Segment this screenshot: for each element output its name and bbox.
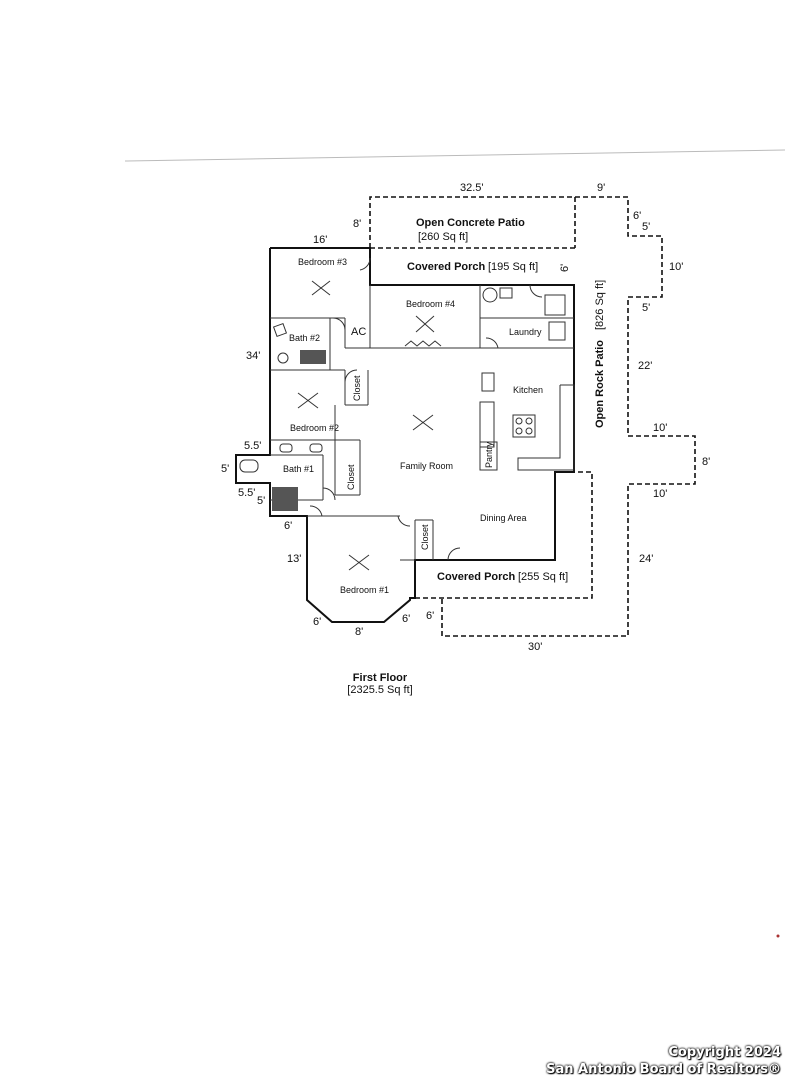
open-concrete-patio-outline <box>369 196 576 248</box>
dimension-label: 6' <box>426 610 434 622</box>
covered-porch-top-size: [195 Sq ft] <box>488 261 538 273</box>
floor-title-block: First Floor [2325.5 Sq ft] <box>330 672 430 696</box>
stove <box>512 414 536 438</box>
covered-porch-bottom-label: Covered Porch <box>437 571 516 583</box>
dimension-label: 16' <box>313 234 327 246</box>
washer <box>544 294 566 316</box>
dimension-label: 6' <box>313 616 321 628</box>
bath1-sink-1 <box>279 443 293 453</box>
stove-burner <box>515 417 523 425</box>
door-swing <box>359 257 371 271</box>
ceiling-fan-icon <box>297 392 319 409</box>
open-rock-patio-label: Open Rock Patio <box>594 340 606 428</box>
stove-burner <box>515 427 523 435</box>
open-rock-patio-outline <box>441 196 696 637</box>
fridge <box>481 372 495 392</box>
stove-burner <box>525 427 533 435</box>
bath1-toilet <box>239 459 259 473</box>
room-label-closet-a: Closet <box>352 375 362 401</box>
dimension-label: 5' <box>221 463 229 475</box>
door-swing <box>322 487 336 501</box>
kitchen-counter-left <box>479 401 495 448</box>
dimension-label: 34' <box>246 350 260 362</box>
room-label-bedroom1: Bedroom #1 <box>340 585 389 595</box>
room-label-dining: Dining Area <box>480 513 527 523</box>
room-label-bath1: Bath #1 <box>283 464 314 474</box>
dimension-label: 13' <box>287 553 301 565</box>
kitchen-counter-right <box>517 384 575 471</box>
dimension-label: 5' <box>257 495 265 507</box>
dimension-label: 6' <box>633 210 641 222</box>
scan-edge-line <box>124 149 785 162</box>
dimension-label: 30' <box>528 641 542 653</box>
door-swing <box>485 337 499 349</box>
open-concrete-patio-size: [260 Sq ft] <box>418 231 468 243</box>
closet-bifold <box>404 340 442 347</box>
dimension-label: 22' <box>638 360 652 372</box>
dimension-label: 8' <box>353 218 361 230</box>
room-label-pantry: Pantry <box>484 441 494 468</box>
floor-area: [2325.5 Sq ft] <box>347 684 413 696</box>
water-heater <box>499 287 513 299</box>
ceiling-fan-icon <box>412 414 434 431</box>
dryer <box>548 321 566 341</box>
exterior-wall <box>235 247 575 623</box>
ceiling-fan-icon <box>415 315 435 333</box>
bath2-sink <box>272 322 288 338</box>
door-swing <box>447 547 461 561</box>
dimension-label: 9' <box>597 182 605 194</box>
dimension-label: 5' <box>642 302 650 314</box>
dimension-label: 6' <box>284 520 292 532</box>
dimension-label: 10' <box>653 422 667 434</box>
dimension-label: 5' <box>642 221 650 233</box>
copyright-watermark: Copyright 2024 San Antonio Board of Real… <box>546 1044 781 1078</box>
pantry-box <box>479 441 498 471</box>
dimension-label: 10' <box>669 261 683 273</box>
bath1-tub <box>272 487 298 511</box>
stove-burner <box>525 417 533 425</box>
door-swing <box>332 317 346 331</box>
room-label-laundry: Laundry <box>509 327 542 337</box>
room-label-bath2: Bath #2 <box>289 333 320 343</box>
dimension-label: 6' <box>402 613 410 625</box>
covered-porch-bottom-outline <box>415 471 593 599</box>
door-swing <box>309 505 323 517</box>
covered-porch-bottom-size: [255 Sq ft] <box>518 571 568 583</box>
room-label-closet-c: Closet <box>420 524 430 550</box>
copyright-line1: Copyright 2024 <box>668 1045 781 1060</box>
ceiling-fan-icon <box>311 280 331 296</box>
room-label-bedroom4: Bedroom #4 <box>406 299 455 309</box>
scan-speck <box>776 934 780 938</box>
dimension-label: 24' <box>639 553 653 565</box>
dimension-label: 5.5' <box>238 487 255 499</box>
room-label-bedroom3: Bedroom #3 <box>298 257 347 267</box>
dimension-label: 8' <box>702 456 710 468</box>
room-label-ac: AC <box>351 326 366 338</box>
bath1-sink-2 <box>309 443 323 453</box>
open-concrete-patio-label: Open Concrete Patio <box>416 217 525 229</box>
floor-title: First Floor <box>352 672 408 684</box>
ceiling-fan-icon <box>348 554 370 571</box>
toilet-bed4 <box>482 287 498 303</box>
dimension-label: 32.5' <box>460 182 484 194</box>
dimension-label: 6' <box>559 264 571 272</box>
dimension-label: 10' <box>653 488 667 500</box>
door-swing <box>344 369 358 383</box>
door-swing <box>529 284 543 298</box>
door-swing <box>397 515 411 527</box>
room-label-kitchen: Kitchen <box>513 385 543 395</box>
open-rock-patio-size: [826 Sq ft] <box>594 280 606 330</box>
dimension-label: 8' <box>355 626 363 638</box>
room-label-closet-b: Closet <box>346 464 356 490</box>
covered-porch-top-label: Covered Porch <box>407 261 486 273</box>
room-label-family-room: Family Room <box>400 461 453 471</box>
bath2-toilet <box>277 352 289 364</box>
dimension-label: 5.5' <box>244 440 261 452</box>
copyright-line2: San Antonio Board of Realtors® <box>546 1062 781 1077</box>
room-label-bedroom2: Bedroom #2 <box>290 423 339 433</box>
bath2-tub <box>300 350 326 364</box>
